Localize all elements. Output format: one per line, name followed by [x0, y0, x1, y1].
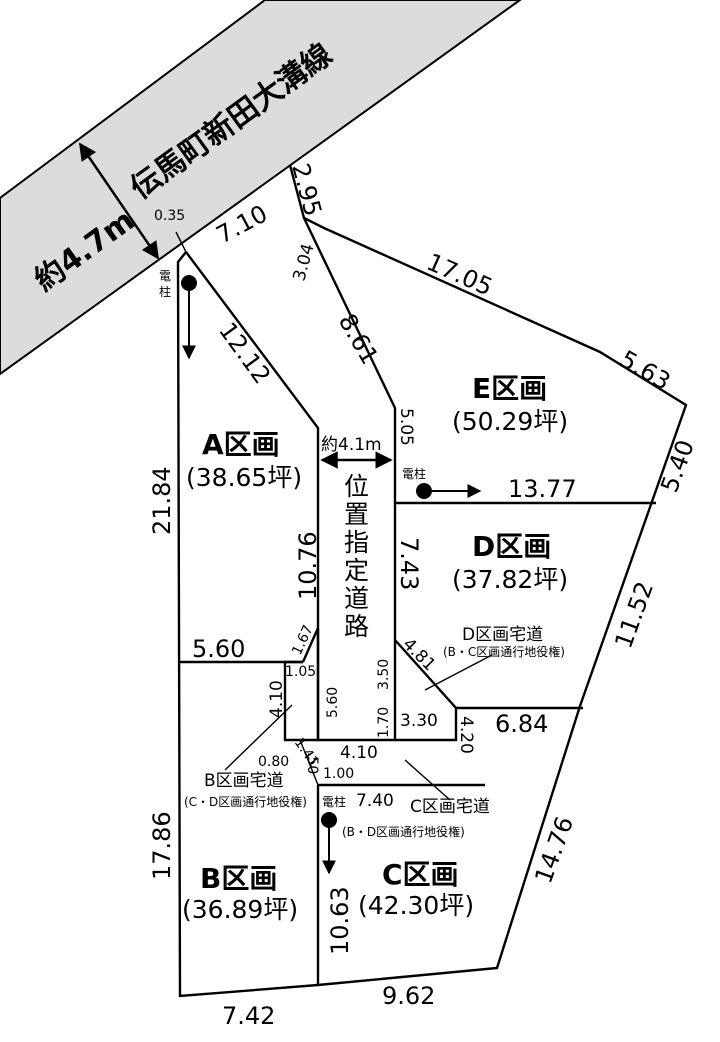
lot-b-area: (36.89坪) [182, 895, 298, 924]
lot-d-name: D区画 [472, 530, 551, 563]
b-driveway-title: B区画宅道 [204, 771, 284, 791]
dim-7-43: 7.43 [395, 537, 423, 590]
c-driveway-sub: (B・D区画通行地役権) [342, 824, 465, 839]
private-road-char-4: 定 [344, 556, 369, 585]
d-driveway-title: D区画宅道 [462, 625, 543, 645]
lot-e-area: (50.29坪) [452, 407, 568, 436]
marker-0-35 [175, 231, 187, 253]
dim-1-05: 1.05 [285, 664, 316, 680]
dim-1-70: 1.70 [376, 707, 392, 738]
dim-5-05: 5.05 [396, 408, 416, 446]
utility-pole-a [181, 275, 197, 291]
utility-pole-c [321, 812, 337, 828]
private-road-outline [185, 217, 397, 742]
utility-pole-a-label-1: 電 [159, 269, 171, 283]
private-road-char-1: 位 [344, 472, 369, 501]
dim-7-42: 7.42 [222, 1002, 275, 1030]
dim-2-95: 2.95 [286, 160, 327, 219]
dim-0-35: 0.35 [154, 208, 185, 224]
dim-3-04: 3.04 [290, 242, 319, 284]
dim-0-50: .50 [304, 752, 320, 774]
dim-4-81: 4.81 [398, 634, 439, 675]
site-boundary [176, 164, 688, 998]
c-driveway-leader [404, 759, 451, 801]
dim-10-76: 10.76 [294, 531, 322, 600]
dim-12-12: 12.12 [213, 317, 276, 389]
private-road-char-2: 置 [344, 500, 369, 529]
lot-c-area: (42.30坪) [358, 891, 474, 920]
lot-c-name: C区画 [382, 858, 459, 891]
dim-13-77: 13.77 [508, 475, 577, 503]
b-driveway-leader [224, 704, 293, 771]
dim-5-60-road: 5.60 [325, 687, 341, 718]
lot-a-name: A区画 [202, 428, 280, 461]
dim-11-52: 11.52 [609, 578, 659, 652]
d-driveway-outline [394, 639, 458, 742]
dim-4-10-vertical: 4.10 [267, 680, 287, 718]
d-driveway-leader [424, 654, 493, 691]
private-road-width-label: 約4.1m [321, 435, 382, 455]
utility-pole-a-label-2: 柱 [159, 284, 171, 299]
dim-0-80: 0.80 [258, 754, 289, 770]
private-road-char-3: 指 [344, 528, 369, 557]
lot-e-name: E区画 [472, 372, 547, 405]
utility-pole-d-label: 電柱 [402, 466, 426, 481]
dim-21-84: 21.84 [148, 466, 176, 535]
dim-8-61: 8.61 [333, 309, 384, 369]
utility-pole-d [416, 483, 432, 499]
dim-1-00: 1.00 [323, 766, 354, 782]
dim-5-63: 5.63 [615, 345, 675, 396]
lot-b-name: B区画 [200, 862, 277, 895]
lot-a-area: (38.65坪) [186, 463, 302, 492]
private-road-char-6: 路 [344, 612, 369, 641]
dim-17-86: 17.86 [148, 811, 176, 880]
lot-d-area: (37.82坪) [452, 565, 568, 594]
dim-3-30: 3.30 [400, 711, 438, 731]
c-driveway-title: C区画宅道 [410, 797, 490, 817]
dim-14-76: 14.76 [529, 813, 579, 887]
dim-4-10-horizontal: 4.10 [340, 743, 378, 763]
dim-5-60: 5.60 [192, 635, 245, 663]
b-driveway-diag [299, 739, 319, 786]
road-width-arrow [78, 142, 160, 260]
dim-5-40: 5.40 [655, 436, 700, 496]
dim-3-50: 3.50 [376, 659, 392, 690]
dim-7-40: 7.40 [356, 791, 394, 811]
b-driveway-sub: (C・D区画通行地役権) [184, 794, 307, 809]
utility-pole-c-label: 電柱 [322, 794, 346, 809]
dim-6-84: 6.84 [495, 710, 548, 738]
dim-4-20: 4.20 [456, 716, 476, 754]
dim-17-05: 17.05 [423, 248, 497, 302]
dim-9-62: 9.62 [382, 982, 435, 1010]
road-band [0, 0, 522, 376]
d-driveway-sub: (B・C区画通行地役権) [443, 644, 565, 659]
dim-10-63: 10.63 [326, 886, 354, 955]
private-road-char-5: 道 [344, 584, 369, 613]
